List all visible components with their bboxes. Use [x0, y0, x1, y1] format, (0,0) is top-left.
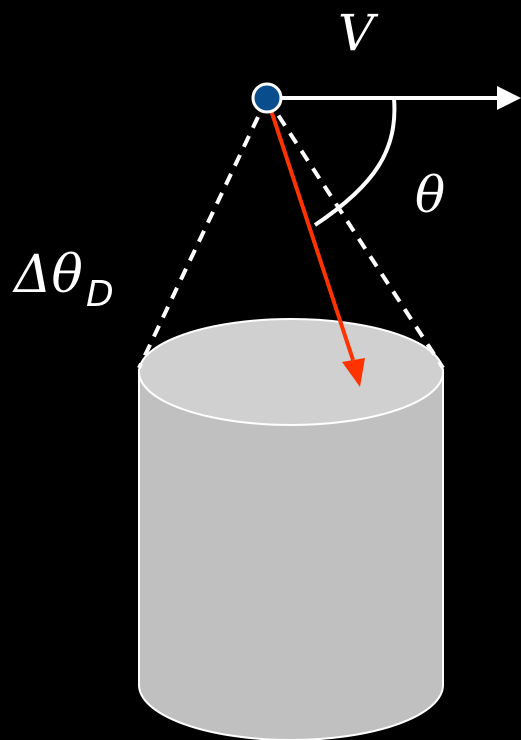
angle-label: θ [415, 166, 445, 224]
direction-arrowhead [342, 358, 365, 387]
acceptance-angle-subscript: D [86, 274, 114, 315]
cone-right-line [265, 96, 445, 370]
detector-cylinder [138, 318, 444, 740]
angle-arc [313, 97, 397, 227]
velocity-arrowhead [497, 86, 521, 110]
direction-arrow [265, 97, 355, 361]
cone-left-line [137, 97, 269, 369]
acceptance-angle-label: Δθ [12, 245, 83, 305]
velocity-label: V [338, 4, 379, 62]
particle-dot [251, 82, 283, 114]
cylinder-top [138, 318, 444, 426]
